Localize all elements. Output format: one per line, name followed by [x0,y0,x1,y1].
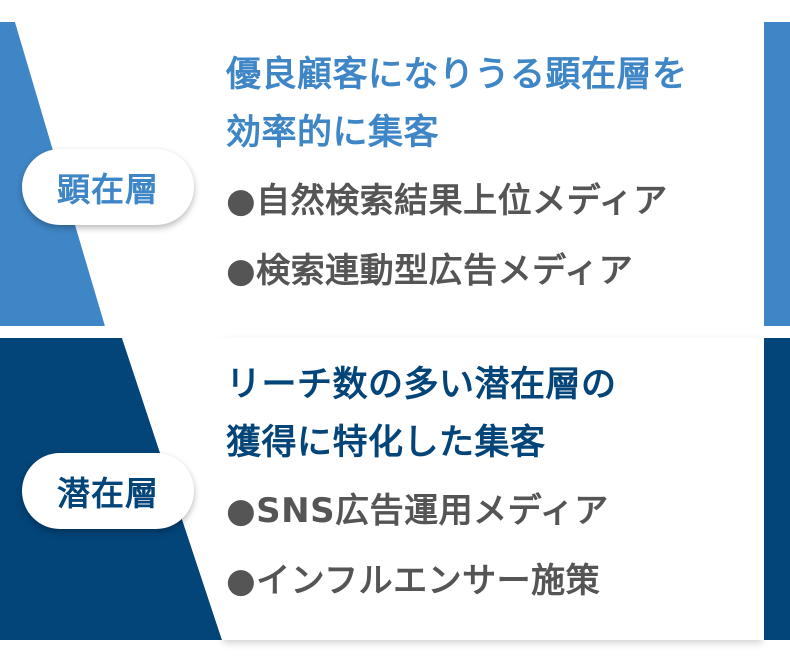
right-accent-bar [764,22,790,326]
section-card [225,338,764,640]
layer-badge-label: 顕在層 [57,170,159,209]
section-manifest-layer: 顕在層 優良顧客になりうる顕在層を 効率的に集客 ●自然検索結果上位メディア ●… [0,22,790,326]
bullet-item: ●検索連動型広告メディア [226,251,634,291]
layer-badge-label: 潜在層 [57,474,159,513]
layer-badge: 潜在層 [22,453,194,529]
section-card [110,22,764,326]
section-content: リーチ数の多い潜在層の 獲得に特化した集客 ●SNS広告運用メディア ●インフル… [226,356,617,616]
section-headline-line-1: 優良顧客になりうる顕在層を [226,55,688,95]
section-latent-layer: 潜在層 リーチ数の多い潜在層の 獲得に特化した集客 ●SNS広告運用メディア ●… [0,338,790,640]
section-headline-line-2: 効率的に集客 [226,113,440,153]
bullet-item: ●自然検索結果上位メディア [226,181,668,221]
section-content: 優良顧客になりうる顕在層を 効率的に集客 ●自然検索結果上位メディア ●検索連動… [226,46,688,306]
section-headline-line-1: リーチ数の多い潜在層の [226,365,617,405]
section-headline-line-2: 獲得に特化した集客 [226,423,546,463]
bullet-item: ●インフルエンサー施策 [226,561,601,601]
layer-badge: 顕在層 [22,149,194,225]
right-accent-bar [764,338,790,640]
bullet-item: ●SNS広告運用メディア [226,491,609,531]
